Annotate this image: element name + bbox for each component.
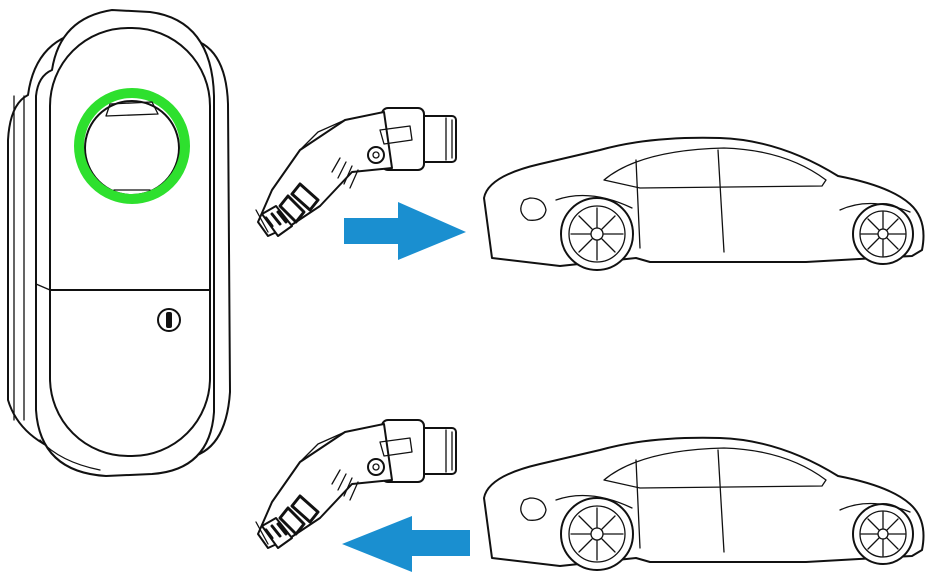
status-ring	[74, 88, 190, 204]
disconnect-row	[254, 418, 925, 572]
sedan-car-icon	[483, 136, 925, 271]
connect-row	[254, 106, 925, 271]
key-lock-icon	[157, 308, 181, 332]
charging-plug-icon	[254, 418, 458, 550]
arrow-left-icon	[342, 516, 470, 572]
arrow-right-icon	[344, 202, 466, 260]
wall-charger-icon	[7, 9, 231, 477]
charging-socket	[74, 88, 190, 204]
sedan-car-icon	[483, 436, 925, 571]
